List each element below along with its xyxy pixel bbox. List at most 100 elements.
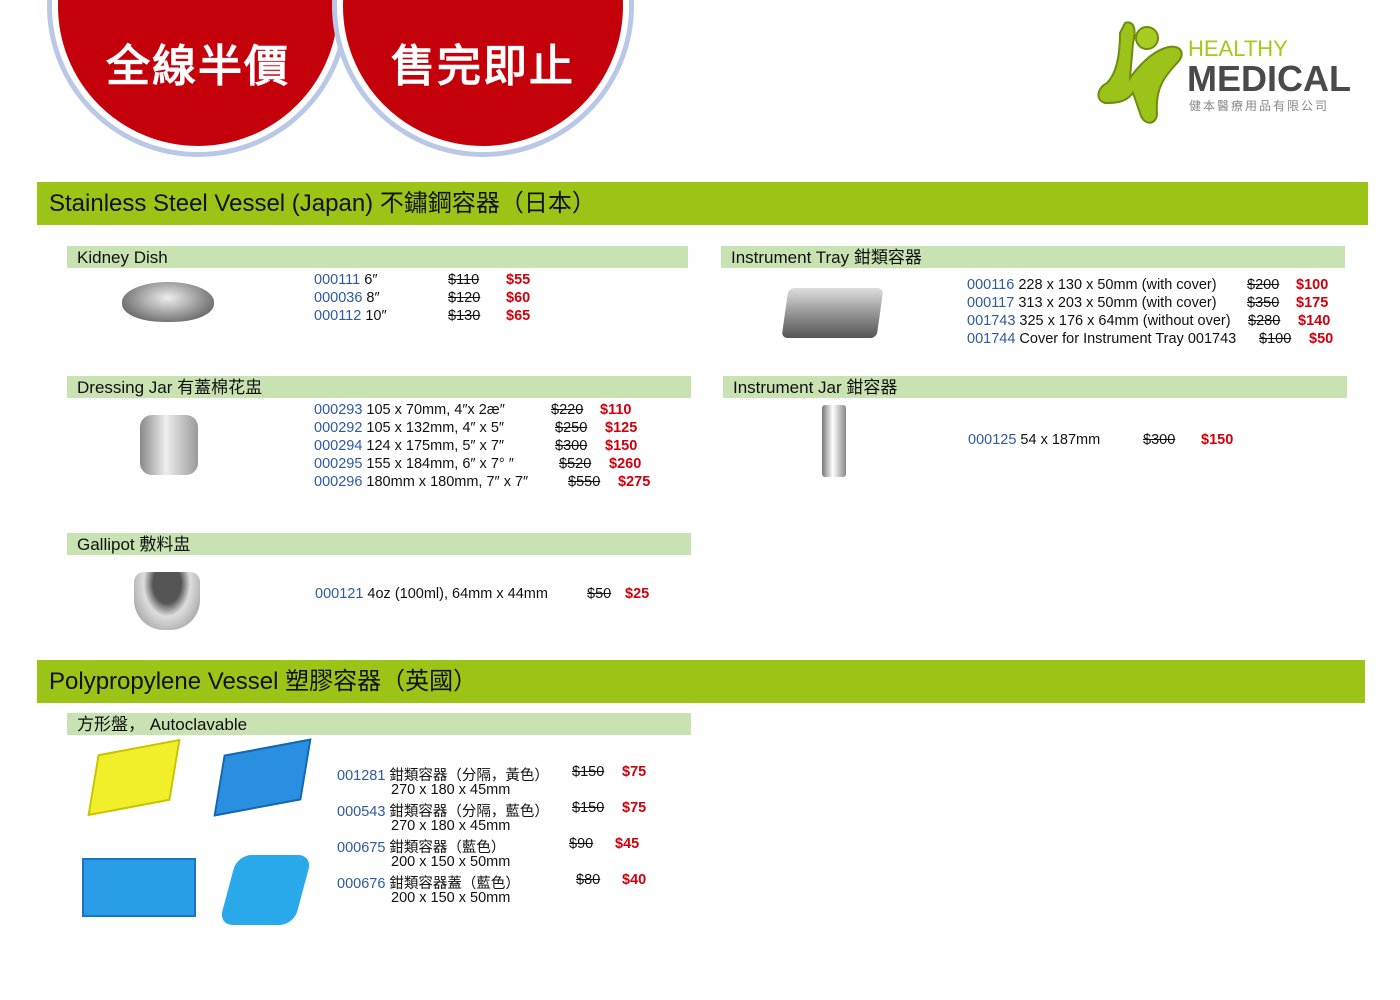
blue-divided-tray-image <box>213 738 312 817</box>
product-code: 000294 <box>314 438 363 454</box>
product-desc: 155 x 184mm, 6″ x 7° ″ <box>366 456 514 472</box>
half-price-badge: 全線半價 <box>52 0 344 152</box>
product-desc: 4oz (100ml), 64mm x 44mm <box>367 586 548 602</box>
product-code: 000117 <box>967 295 1015 311</box>
original-price: $130 <box>448 308 481 324</box>
logo-chinese: 健本醫療用品有限公司 <box>1189 99 1330 113</box>
while-stock-lasts-badge: 售完即止 <box>337 0 629 152</box>
product-desc: 228 x 130 x 50mm (with cover) <box>1018 277 1217 293</box>
product-desc: 鉗類容器（分隔，藍色） <box>389 804 549 820</box>
sale-price: $60 <box>506 290 531 306</box>
kidney-item: 000111 6″$110$55 <box>314 272 530 288</box>
product-code: 000036 <box>314 290 363 306</box>
logo: HEALTHY MEDICAL 健本醫療用品有限公司 <box>1095 18 1355 128</box>
kidney-item: 000036 8″ $120 $60 <box>314 290 530 306</box>
product-code: 000111 <box>314 272 361 288</box>
sale-price: $175 <box>1296 295 1329 311</box>
product-code: 000125 <box>968 432 1017 448</box>
product-desc: 124 x 175mm, 5″ x 7″ <box>366 438 505 454</box>
product-desc: 313 x 203 x 50mm (with cover) <box>1018 295 1217 311</box>
logo-healthy: HEALTHY <box>1188 36 1288 61</box>
blue-tray-lid-image <box>218 855 313 925</box>
sale-price: $275 <box>618 474 651 490</box>
product-desc: 10″ <box>365 308 387 324</box>
gallipot-item: 000121 4oz (100ml), 64mm x 44mm $50 $25 <box>315 586 649 602</box>
product-desc: 鉗類容器蓋（藍色） <box>389 876 520 892</box>
product-code: 000292 <box>314 420 363 436</box>
original-price: $80 <box>576 872 601 888</box>
product-desc: Cover for Instrument Tray 001743 <box>1019 331 1237 347</box>
jar-item: 000125 54 x 187mm $300 $150 <box>968 432 1233 448</box>
original-price: $150 <box>572 800 605 816</box>
product-desc: 105 x 70mm, 4″x 2æ″ <box>366 402 505 418</box>
tray-item: 000116 228 x 130 x 50mm (with cover) $200… <box>967 277 1328 293</box>
product-code: 000295 <box>314 456 363 472</box>
sale-price: $40 <box>622 872 647 888</box>
instrument-tray-image <box>781 288 884 338</box>
original-price: $300 <box>1143 432 1176 448</box>
section-stainless-steel: Stainless Steel Vessel (Japan) 不鏽鋼容器（日本） <box>37 182 1368 225</box>
sale-price: $125 <box>605 420 638 436</box>
dressing-item: 000294 124 x 175mm, 5″ x 7″$300$150 <box>314 438 637 454</box>
square-item: 001281 鉗類容器（分隔，黃色）$150$75 <box>337 764 646 785</box>
sale-price: $45 <box>615 836 640 852</box>
original-price: $520 <box>559 456 592 472</box>
blue-tray-image <box>82 858 196 917</box>
original-price: $200 <box>1247 277 1280 293</box>
product-desc: 8″ <box>366 290 380 306</box>
sale-price: $50 <box>1309 331 1334 347</box>
original-price: $550 <box>568 474 601 490</box>
original-price: $350 <box>1247 295 1280 311</box>
gallipot-image <box>134 572 200 630</box>
logo-figure-icon <box>1097 21 1183 124</box>
logo-medical: MEDICAL <box>1187 58 1351 99</box>
sale-price: $25 <box>625 586 650 602</box>
product-desc: 6″ <box>364 272 378 288</box>
sale-price: $110 <box>600 402 632 418</box>
product-desc: 鉗類容器（藍色） <box>389 840 506 856</box>
sale-price: $140 <box>1298 313 1331 329</box>
square-item: 000676 鉗類容器蓋（藍色） $80 $40 <box>337 872 646 893</box>
dressing-jar-header: Dressing Jar 有蓋棉花盅 <box>67 376 691 398</box>
tray-item: 001743 325 x 176 x 64mm (without over)$2… <box>967 313 1330 329</box>
kidney-dish-image <box>122 282 214 322</box>
badge-text: 全線半價 <box>106 41 290 92</box>
yellow-tray-image <box>87 738 181 817</box>
product-code: 000293 <box>314 402 363 418</box>
dressing-item: 000296 180mm x 180mm, 7″ x 7″$550$275 <box>314 474 650 490</box>
dressing-item: 000293 105 x 70mm, 4″x 2æ″$220$110 <box>314 402 631 418</box>
original-price: $120 <box>448 290 481 306</box>
sale-price: $75 <box>622 800 647 816</box>
product-code: 000121 <box>315 586 364 602</box>
original-price: $250 <box>555 420 588 436</box>
square-item: 000543 鉗類容器（分隔，藍色）$150$75 <box>337 800 646 821</box>
kidney-item: 000112 10″$130$65 <box>314 308 530 324</box>
product-code: 000675 <box>337 840 386 856</box>
product-desc: 325 x 176 x 64mm (without over) <box>1019 313 1231 329</box>
badge-text: 售完即止 <box>391 41 575 92</box>
original-price: $50 <box>587 586 612 602</box>
dressing-item: 000292 105 x 132mm, 4″ x 5″ $250 $125 <box>314 420 637 436</box>
product-desc: 54 x 187mm <box>1020 432 1101 448</box>
original-price: $150 <box>572 764 605 780</box>
product-size: 200 x 150 x 50mm <box>391 854 511 870</box>
product-desc: 105 x 132mm, 4″ x 5″ <box>366 420 505 436</box>
sale-price: $150 <box>1201 432 1234 448</box>
product-size: 200 x 150 x 50mm <box>391 890 511 906</box>
instrument-tray-header: Instrument Tray 鉗類容器 <box>721 246 1345 268</box>
original-price: $100 <box>1259 331 1292 347</box>
sale-price: $55 <box>506 272 531 288</box>
sale-price: $65 <box>506 308 531 324</box>
product-code: 000296 <box>314 474 363 490</box>
kidney-dish-header: Kidney Dish <box>67 246 688 268</box>
instrument-jar-image <box>822 405 846 477</box>
product-code: 000116 <box>967 277 1015 293</box>
product-code: 001743 <box>967 313 1016 329</box>
product-code: 001281 <box>337 768 386 784</box>
product-code: 001744 <box>967 331 1016 347</box>
product-code: 000676 <box>337 876 386 892</box>
dressing-jar-image <box>140 415 198 475</box>
sale-price: $150 <box>605 438 638 454</box>
square-item: 000675 鉗類容器（藍色） $90 $45 <box>337 836 639 857</box>
original-price: $90 <box>569 836 594 852</box>
